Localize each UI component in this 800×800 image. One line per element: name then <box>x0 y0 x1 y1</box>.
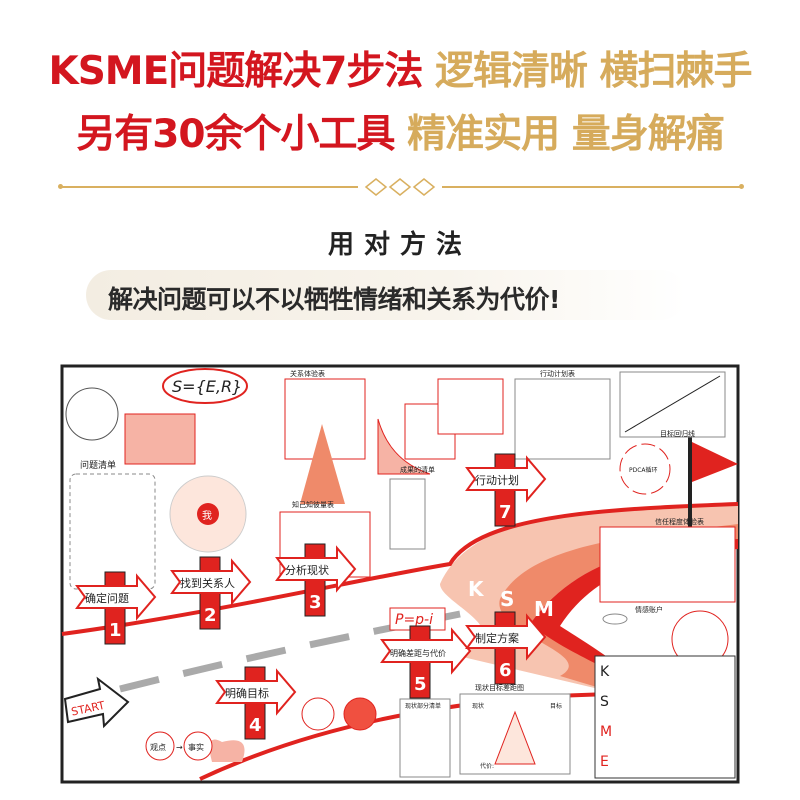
curve-chart <box>377 418 431 475</box>
step-signpost-1: 确定问题 1 <box>75 571 157 645</box>
headline-gold-part: 逻辑清晰 横扫棘手 <box>422 49 753 94</box>
tagline-pill <box>86 270 686 320</box>
signpost-arrow <box>465 455 547 503</box>
signpost-arrow <box>215 668 297 716</box>
result-scroll <box>389 478 426 550</box>
tool-label: PDCA循环 <box>629 466 658 474</box>
tool-label: 成果的清单 <box>400 465 435 474</box>
step-signpost-6: 制定方案 6 <box>465 611 547 685</box>
subheading: 用对方法 <box>327 230 472 260</box>
divider-dot <box>739 184 744 189</box>
step-signpost-3: 分析现状 3 <box>275 543 357 617</box>
step-label: 行动计划 <box>475 474 519 487</box>
signpost-arrow <box>465 613 547 661</box>
signpost-arrow <box>75 573 157 621</box>
headline-red-part: 另有30余个小工具 <box>76 112 395 157</box>
table-card <box>437 378 504 435</box>
road-letter: E <box>568 611 582 635</box>
step-number: 2 <box>204 605 217 626</box>
tool-label: 关系体验表 <box>290 369 325 378</box>
action-table <box>514 378 611 460</box>
track-mid <box>499 524 738 694</box>
circle-chart <box>343 697 377 731</box>
formula-ppi: P=p-i <box>395 612 433 628</box>
ksme-box-letters: K S M E <box>600 664 612 770</box>
ksme-letter: K <box>600 664 610 680</box>
start-arrow <box>63 676 130 729</box>
headline-line-1: KSME问题解决7步法 逻辑清晰 横扫棘手 <box>0 40 800 96</box>
signpost-arrow <box>170 558 252 606</box>
ksme-letter: S <box>600 694 609 710</box>
step-signpost-2: 找到关系人 2 <box>170 556 252 630</box>
viewpoint-label: 观点 <box>150 743 166 752</box>
step-number: 1 <box>109 620 122 641</box>
tool-label: 代价: <box>480 762 494 770</box>
divider-right <box>442 186 740 188</box>
step-signpost-7: 行动计划 7 <box>465 453 547 527</box>
step-label: 制定方案 <box>475 631 519 645</box>
signpost-arrow <box>380 627 472 675</box>
ksme-letter: M <box>600 724 612 740</box>
fact-circle <box>183 731 213 761</box>
diamond-ornament-icon <box>364 178 436 196</box>
step-number: 6 <box>499 660 512 681</box>
pyramid-chart <box>300 424 345 504</box>
formula-ellipse <box>162 368 248 404</box>
step-signpost-4: 明确目标 4 <box>215 666 297 740</box>
road-letter: S <box>500 587 514 611</box>
problem-list-card <box>69 473 156 590</box>
gap-triangle <box>494 710 536 765</box>
tool-label: 问题清单 <box>80 459 116 471</box>
road-letters: K S M E <box>468 577 582 635</box>
tool-label: 目标回归线 <box>660 429 695 438</box>
ksme-illustration: K S M E S={E,R} 问题清单 我 关系体验表 知己知彼量表 成果的清… <box>60 364 740 784</box>
road-edge-top <box>61 502 739 636</box>
track-red <box>530 539 738 696</box>
tool-label: 现状 <box>472 702 484 710</box>
step-label: 确定问题 <box>85 591 129 605</box>
quadrant-chart <box>124 413 196 465</box>
trust-table <box>599 526 736 603</box>
divider-left <box>60 186 358 188</box>
me-label: 我 <box>202 510 212 522</box>
tool-label: 目标 <box>550 702 562 710</box>
step-number: 3 <box>309 592 322 613</box>
tool-label: 信任程度体验表 <box>655 517 704 526</box>
step-number: 5 <box>414 674 427 695</box>
tagline: 解决问题可以不以牺牲情绪和关系为代价! <box>108 285 560 314</box>
tool-label: 现状目标差距图 <box>475 683 524 692</box>
arrow-icon: → <box>176 743 183 752</box>
circle-chart <box>301 697 335 731</box>
step-number: 7 <box>499 502 512 523</box>
pdca-cycle <box>619 443 671 495</box>
step-label: 明确差距与代价 <box>390 648 446 658</box>
tool-label: 现状部分清单 <box>405 702 441 710</box>
step-label: 找到关系人 <box>180 576 235 590</box>
flag-icon <box>692 442 738 482</box>
step-label: 明确目标 <box>225 686 269 700</box>
headline-line-2: 另有30余个小工具 精准实用 量身解痛 <box>0 103 800 159</box>
step-label: 分析现状 <box>285 563 329 577</box>
viewpoint-circle <box>145 731 175 761</box>
headline-gold-part: 精准实用 量身解痛 <box>394 112 725 157</box>
signpost-arrow <box>275 545 357 593</box>
road-letter: M <box>534 597 554 621</box>
status-list <box>399 698 451 778</box>
wheel-chart <box>65 387 119 441</box>
tool-label: 行动计划表 <box>540 369 575 378</box>
ksme-letter: E <box>600 754 609 770</box>
road-letter: K <box>468 577 485 601</box>
tool-label: 情感账户 <box>635 605 663 614</box>
coin-stack <box>602 613 628 625</box>
step-signpost-5: 明确差距与代价 5 <box>380 625 472 699</box>
formula-ser: S={E,R} <box>172 377 242 396</box>
elephant-icon <box>209 739 245 762</box>
tool-label: 知己知彼量表 <box>292 500 334 509</box>
step-number: 4 <box>249 715 262 736</box>
ksme-box <box>594 655 736 779</box>
fact-label: 事实 <box>188 742 204 752</box>
headline-red-part: KSME问题解决7步法 <box>48 49 423 94</box>
